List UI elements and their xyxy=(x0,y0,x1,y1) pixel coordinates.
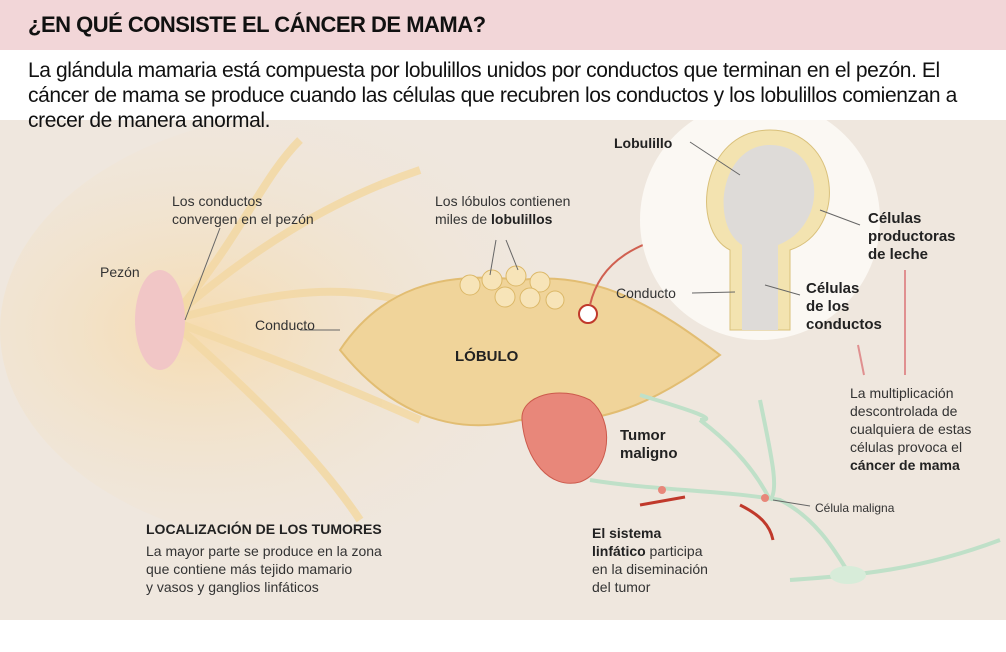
text-line: de los xyxy=(806,298,850,315)
text-line: del tumor xyxy=(592,579,651,595)
highlighted-lobule xyxy=(578,304,598,324)
text-line: miles de lobulillos xyxy=(435,210,570,228)
label-pezon: Pezón xyxy=(100,264,140,280)
lobule-lumen xyxy=(723,145,815,330)
label-celula-maligna: Célula maligna xyxy=(815,501,895,515)
intro-paragraph: La glándula mamaria está compuesta por l… xyxy=(28,59,957,132)
localizacion-box: LOCALIZACIÓN DE LOS TUMORES La mayor par… xyxy=(146,520,382,596)
malignant-cell-1 xyxy=(658,486,666,494)
text-line: de leche xyxy=(868,246,929,263)
label-lobulillo: Lobulillo xyxy=(614,135,673,151)
page-title: ¿EN QUÉ CONSISTE EL CÁNCER DE MAMA? xyxy=(28,12,486,37)
text-line: Los lóbulos contienen xyxy=(435,193,571,209)
breast-anatomy-illustration xyxy=(0,120,1001,584)
label-tumor: Tumor maligno xyxy=(620,427,678,463)
leader-lines xyxy=(184,141,861,507)
header-band: ¿EN QUÉ CONSISTE EL CÁNCER DE MAMA? xyxy=(0,0,1006,50)
text-line: convergen en el pezón xyxy=(172,211,314,227)
callout-lines xyxy=(857,270,906,376)
lymph-node xyxy=(830,566,866,584)
text-bold: lobulillos xyxy=(491,211,553,227)
label-multiplicacion: La multiplicación descontrolada de cualq… xyxy=(850,384,971,474)
text-line: maligno xyxy=(620,445,678,462)
text-line: La mayor parte se produce en la zona xyxy=(146,543,382,559)
breast-tissue xyxy=(0,120,660,550)
text-line: Tumor xyxy=(620,427,666,444)
label-conductos-convergen: Los conductos convergen en el pezón xyxy=(172,192,314,228)
label-celulas-conductos: Células de los conductos xyxy=(806,280,882,334)
text-line: linfático participa xyxy=(592,542,708,560)
localizacion-title: LOCALIZACIÓN DE LOS TUMORES xyxy=(146,521,382,537)
illustration: Pezón Los conductos convergen en el pezó… xyxy=(0,120,1006,620)
text-bold: linfático xyxy=(592,543,646,559)
nipple xyxy=(135,270,185,370)
label-conducto: Conducto xyxy=(255,317,315,333)
lobe xyxy=(338,276,722,427)
label-celulas-productoras: Células productoras de leche xyxy=(868,210,956,264)
text-line: productoras xyxy=(868,228,956,245)
ducts xyxy=(166,137,422,523)
spread-arrow-2 xyxy=(739,503,775,541)
text-line: cualquiera de estas xyxy=(850,421,972,437)
text-line: Los conductos xyxy=(172,193,263,209)
lymphatic-vessels xyxy=(589,393,1001,582)
label-conducto-detail: Conducto xyxy=(616,285,676,301)
text-part: miles de xyxy=(435,211,492,227)
lobules xyxy=(459,265,565,310)
text-line: El sistema xyxy=(592,525,662,541)
text-line: células provoca el xyxy=(850,439,963,455)
text-line: cáncer de mama xyxy=(850,457,960,473)
text-line: conductos xyxy=(806,316,882,333)
text-line: Células xyxy=(868,210,922,227)
text-line: descontrolada de xyxy=(850,403,958,419)
label-lobulos-contienen: Los lóbulos contienen miles de lobulillo… xyxy=(435,192,570,228)
text-line: en la diseminación xyxy=(592,561,708,577)
text-line: que contiene más tejido mamario xyxy=(146,561,353,577)
label-linfatico: El sistema linfático participa en la dis… xyxy=(592,524,708,596)
label-lobulo: LÓBULO xyxy=(455,348,519,365)
malignant-cell-2 xyxy=(761,494,769,502)
text-line: y vasos y ganglios linfáticos xyxy=(146,579,319,595)
text-line: La multiplicación xyxy=(850,385,954,401)
text-part: participa xyxy=(645,543,703,559)
tumor xyxy=(521,392,608,484)
text-line: Células xyxy=(806,280,860,297)
spread-arrow-1 xyxy=(639,495,686,507)
